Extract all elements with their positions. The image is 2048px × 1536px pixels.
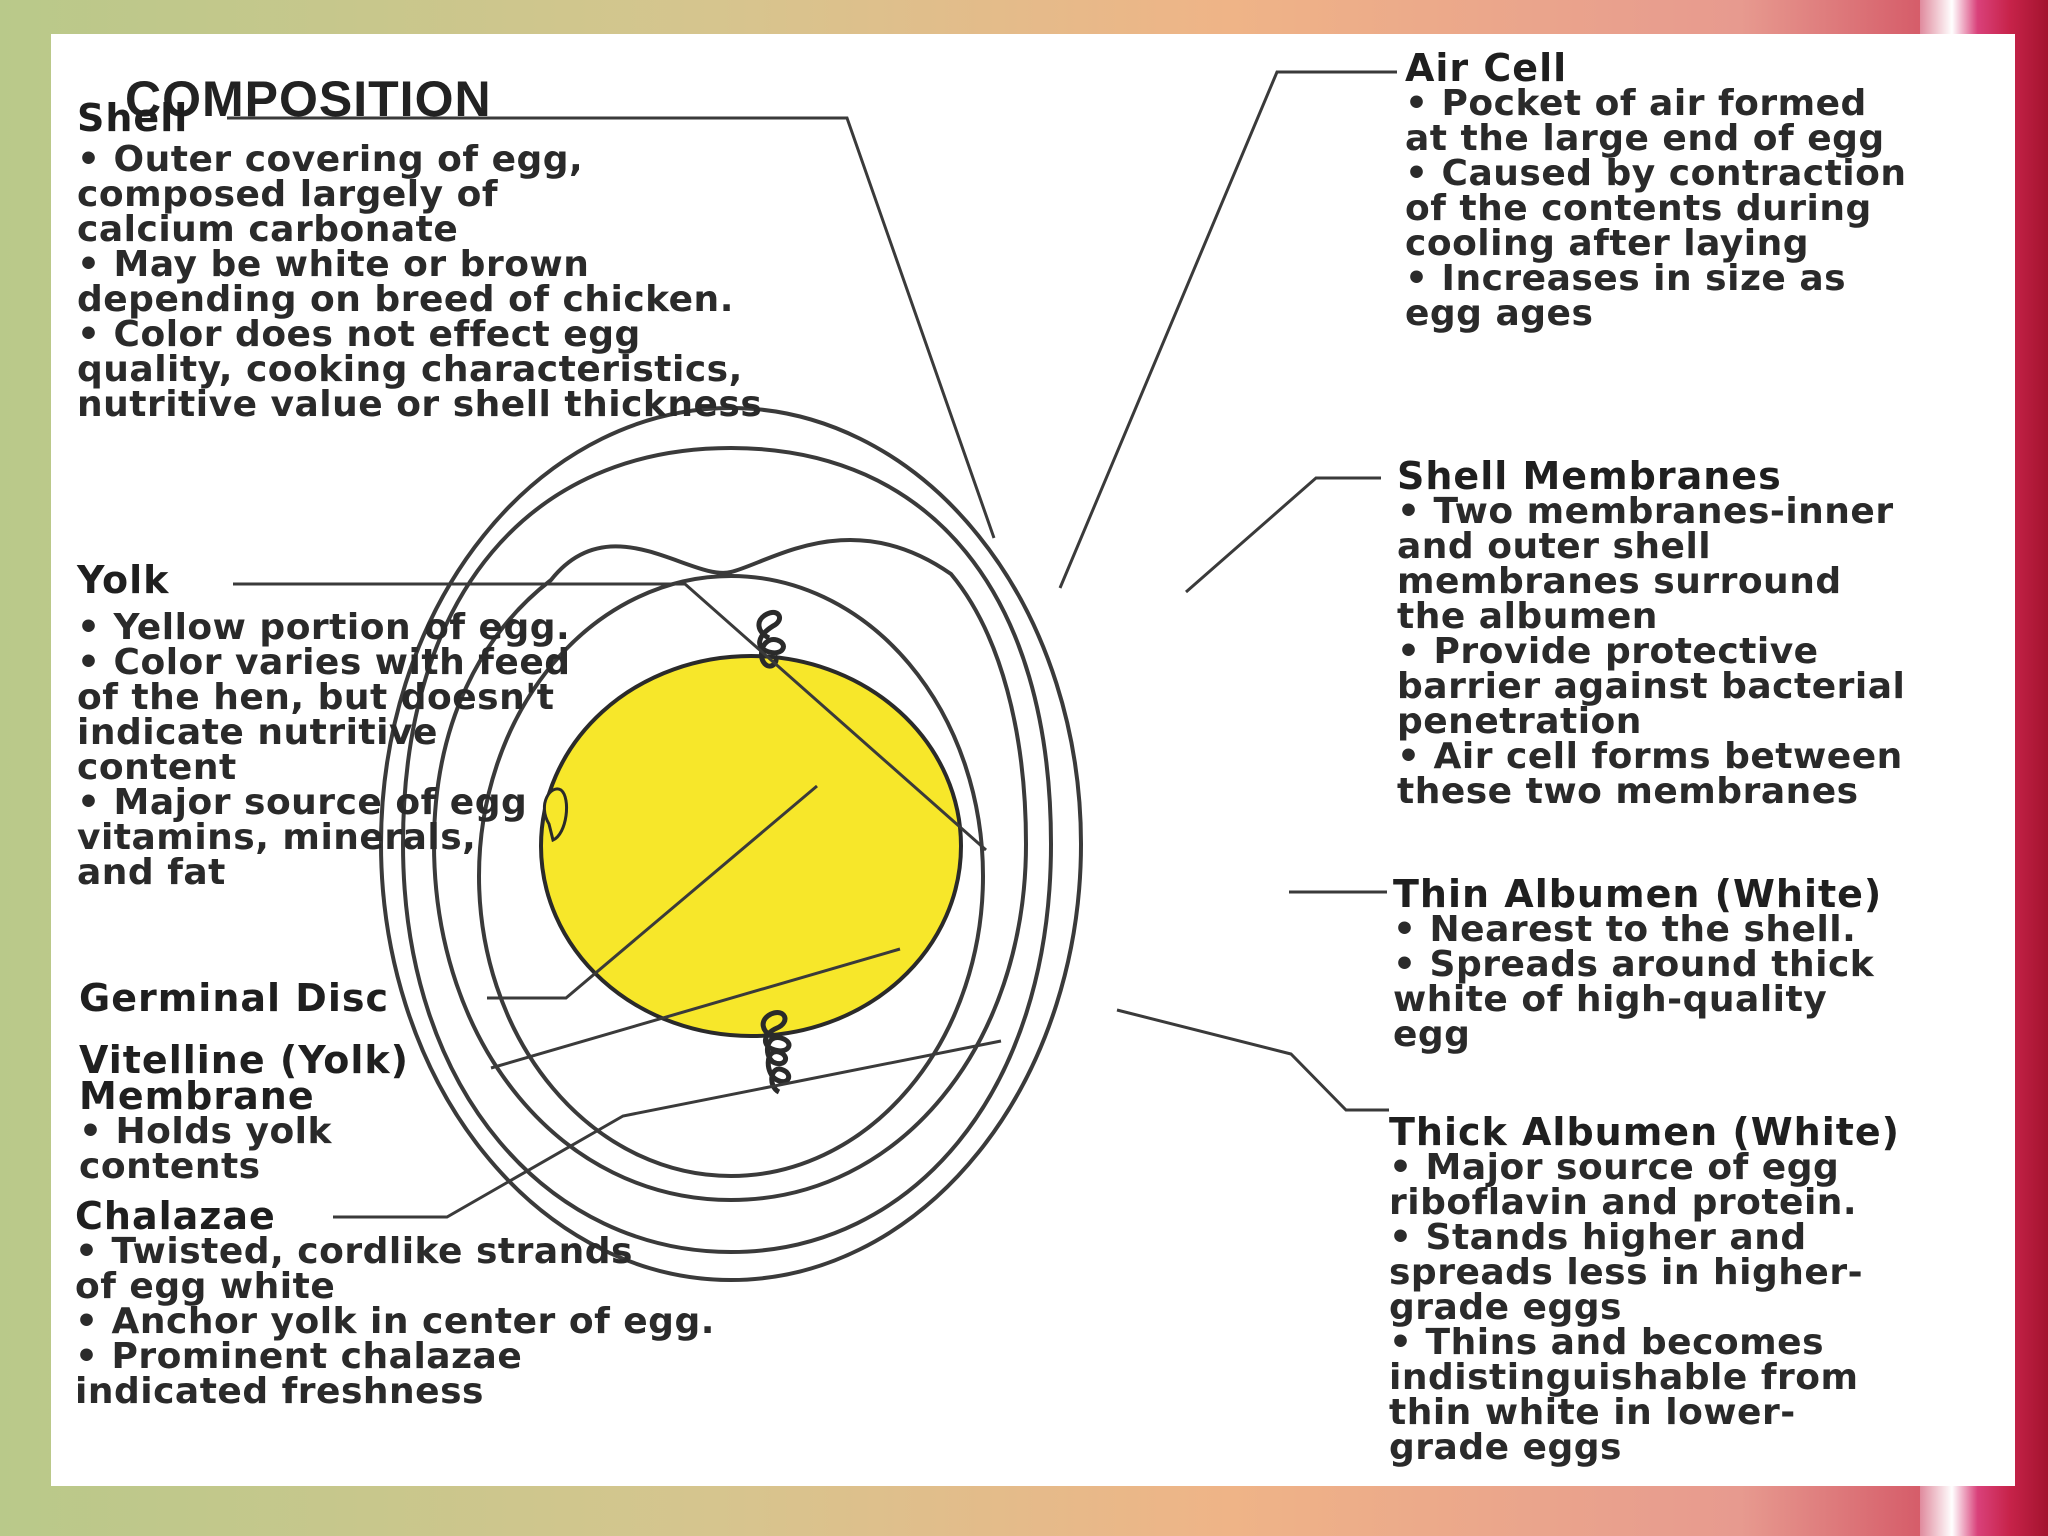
label-thick-albumen-line: grade eggs bbox=[1389, 1427, 1622, 1468]
label-thick-albumen-line: spreads less in higher- bbox=[1389, 1252, 1864, 1293]
yolk-shape bbox=[539, 654, 963, 1038]
germinal-disc-shape bbox=[542, 787, 568, 843]
label-shell-line: quality, cooking characteristics, bbox=[77, 349, 743, 390]
label-yolk-line: and fat bbox=[77, 852, 226, 893]
label-shell-membranes-line: • Two membranes-inner bbox=[1397, 491, 1894, 532]
label-thin-albumen-line: • Spreads around thick bbox=[1393, 944, 1875, 985]
label-shell-membranes-heading: Shell Membranes bbox=[1397, 454, 1782, 498]
leader-line-shell bbox=[227, 116, 996, 539]
label-thin-albumen-line: • Nearest to the shell. bbox=[1393, 909, 1857, 950]
leader-line-yolk bbox=[233, 582, 987, 852]
label-chalazae: Chalazae • Twisted, cordlike strands of … bbox=[75, 1194, 715, 1412]
label-thick-albumen-line: grade eggs bbox=[1389, 1287, 1622, 1328]
label-shell-membranes-line: the albumen bbox=[1397, 596, 1658, 637]
leader-line-air-cell bbox=[1058, 70, 1397, 589]
label-vitelline-heading-2: Membrane bbox=[79, 1074, 315, 1118]
label-air-cell-line: egg ages bbox=[1405, 293, 1594, 334]
label-thick-albumen-line: riboflavin and protein. bbox=[1389, 1182, 1858, 1223]
label-germinal-disc: Germinal Disc bbox=[79, 976, 389, 1020]
label-chalazae-line: indicated freshness bbox=[75, 1371, 484, 1412]
label-chalazae-line: • Anchor yolk in center of egg. bbox=[75, 1301, 715, 1342]
leader-line-shell-membranes bbox=[1185, 476, 1381, 594]
label-shell-line: • Outer covering of egg, bbox=[77, 139, 584, 180]
label-vitelline-line: • Holds yolk bbox=[79, 1111, 332, 1152]
diagram-panel: COMPOSITION Shell • Outer covering of eg… bbox=[51, 34, 2015, 1486]
leader-line-germinal-disc bbox=[487, 784, 818, 1000]
label-vitelline-heading: Vitelline (Yolk) bbox=[79, 1038, 410, 1082]
label-thick-albumen-line: thin white in lower- bbox=[1389, 1392, 1796, 1433]
label-chalazae-line: • Prominent chalazae bbox=[75, 1336, 523, 1377]
label-chalazae-line: of egg white bbox=[75, 1266, 336, 1307]
label-thick-albumen: Thick Albumen (White) • Major source of … bbox=[1389, 1110, 1901, 1468]
label-air-cell-line: • Pocket of air formed bbox=[1405, 83, 1867, 124]
label-vitelline-line: contents bbox=[79, 1146, 261, 1187]
label-shell-line: calcium carbonate bbox=[77, 209, 459, 250]
label-germinal-disc-heading: Germinal Disc bbox=[79, 976, 389, 1020]
label-yolk-line: of the hen, but doesn't bbox=[77, 677, 555, 718]
outer-membrane-outline bbox=[400, 445, 1054, 1255]
label-yolk-line: indicate nutritive bbox=[77, 712, 438, 753]
label-air-cell-line: at the large end of egg bbox=[1405, 118, 1885, 159]
label-shell-membranes-line: penetration bbox=[1397, 701, 1642, 742]
label-shell-line: nutritive value or shell thickness bbox=[77, 384, 763, 425]
label-shell-membranes-line: and outer shell bbox=[1397, 526, 1712, 567]
thick-albumen-outline bbox=[477, 574, 985, 1178]
label-shell-membranes: Shell Membranes • Two membranes-inner an… bbox=[1397, 454, 1906, 812]
label-yolk-line: • Major source of egg bbox=[77, 782, 528, 823]
label-yolk-line: content bbox=[77, 747, 237, 788]
label-chalazae-heading: Chalazae bbox=[75, 1194, 276, 1238]
egg-shell-outline bbox=[379, 406, 1083, 1282]
page-title: COMPOSITION bbox=[125, 71, 492, 127]
label-shell-line: composed largely of bbox=[77, 174, 499, 215]
label-thick-albumen-line: indistinguishable from bbox=[1389, 1357, 1859, 1398]
label-air-cell-heading: Air Cell bbox=[1405, 46, 1568, 90]
label-shell-line: depending on breed of chicken. bbox=[77, 279, 734, 320]
label-thin-albumen: Thin Albumen (White) • Nearest to the sh… bbox=[1393, 872, 1883, 1055]
label-air-cell: Air Cell • Pocket of air formed at the l… bbox=[1405, 46, 1907, 334]
inner-membrane-outline bbox=[431, 537, 1029, 1203]
chalaza-upper bbox=[756, 610, 786, 669]
label-air-cell-line: cooling after laying bbox=[1405, 223, 1810, 264]
label-yolk-heading: Yolk bbox=[77, 558, 170, 602]
label-thin-albumen-line: white of high-quality bbox=[1393, 979, 1828, 1020]
label-shell-line: • Color does not effect egg bbox=[77, 314, 641, 355]
label-shell-membranes-line: membranes surround bbox=[1397, 561, 1842, 602]
label-chalazae-line: • Twisted, cordlike strands bbox=[75, 1231, 633, 1272]
label-shell-line: • May be white or brown bbox=[77, 244, 590, 285]
label-yolk-line: • Color varies with feed bbox=[77, 642, 571, 683]
label-thin-albumen-heading: Thin Albumen (White) bbox=[1393, 872, 1883, 916]
label-air-cell-line: • Caused by contraction bbox=[1405, 153, 1907, 194]
label-thick-albumen-line: • Thins and becomes bbox=[1389, 1322, 1824, 1363]
label-thin-albumen-line: egg bbox=[1393, 1014, 1471, 1055]
label-yolk: Yolk • Yellow portion of egg. • Color va… bbox=[77, 558, 571, 893]
label-vitelline: Vitelline (Yolk) Membrane • Holds yolk c… bbox=[79, 1038, 410, 1187]
label-thick-albumen-line: • Stands higher and bbox=[1389, 1217, 1807, 1258]
label-shell-membranes-line: • Air cell forms between bbox=[1397, 736, 1903, 777]
chalaza-lower bbox=[760, 1010, 792, 1095]
label-shell-membranes-line: these two membranes bbox=[1397, 771, 1859, 812]
label-yolk-line: • Yellow portion of egg. bbox=[77, 607, 571, 648]
label-yolk-line: vitamins, minerals, bbox=[77, 817, 477, 858]
leader-line-vitelline bbox=[490, 947, 901, 1070]
egg-diagram bbox=[227, 70, 1397, 1282]
label-thick-albumen-line: • Major source of egg bbox=[1389, 1147, 1840, 1188]
leader-line-thick-albumen bbox=[1116, 1008, 1389, 1112]
label-shell: Shell • Outer covering of egg, composed … bbox=[77, 96, 763, 425]
label-air-cell-line: • Increases in size as bbox=[1405, 258, 1847, 299]
label-shell-heading: Shell bbox=[77, 96, 189, 140]
label-air-cell-line: of the contents during bbox=[1405, 188, 1872, 229]
label-shell-membranes-line: • Provide protective bbox=[1397, 631, 1819, 672]
label-shell-membranes-line: barrier against bacterial bbox=[1397, 666, 1906, 707]
leader-line-chalazae bbox=[333, 1039, 1002, 1219]
label-thick-albumen-heading: Thick Albumen (White) bbox=[1389, 1110, 1901, 1154]
